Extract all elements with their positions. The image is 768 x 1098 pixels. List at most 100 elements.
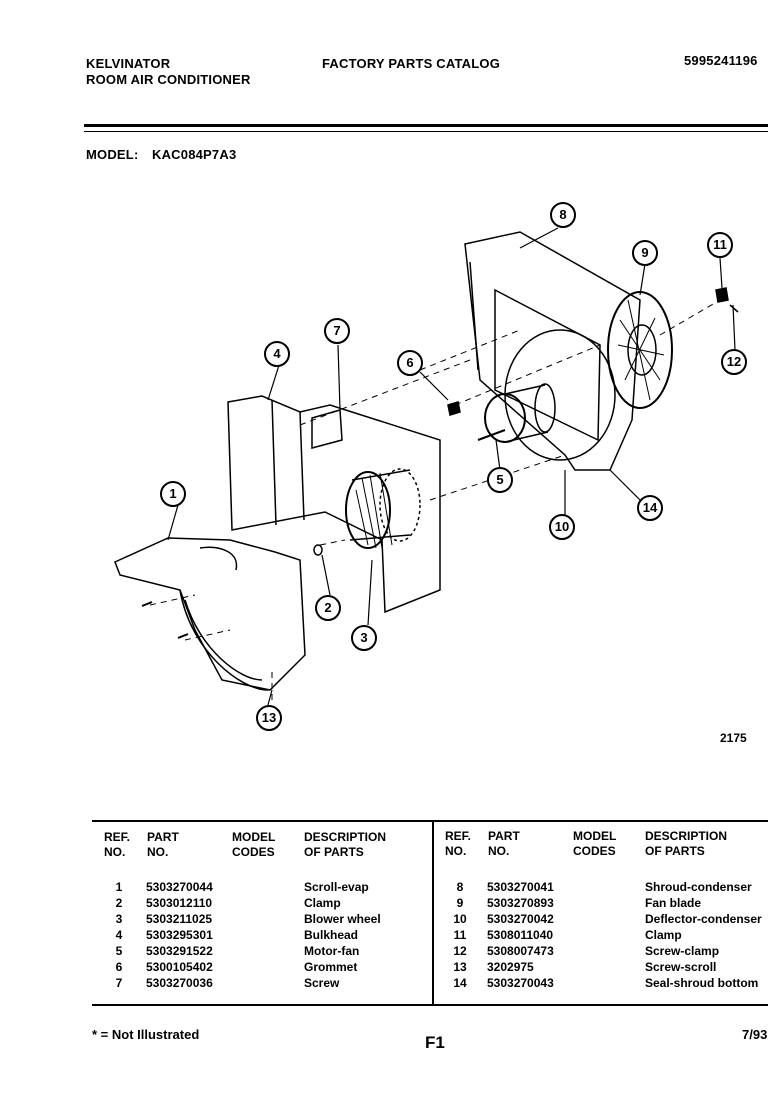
part-no: 5303270893 xyxy=(487,896,554,910)
ref-no: 12 xyxy=(453,944,467,958)
ref-no: 9 xyxy=(456,896,464,910)
page-number: F1 xyxy=(425,1033,445,1052)
table-row: 5 5303291522 Motor-fan xyxy=(104,944,424,960)
callout-4: 4 xyxy=(264,341,290,367)
part-description: Seal-shroud bottom xyxy=(645,976,759,990)
table-row: 1 5303270044 Scroll-evap xyxy=(104,880,424,896)
part-description: Screw-clamp xyxy=(645,944,720,958)
bulkhead-drawing xyxy=(227,395,441,614)
part-description: Grommet xyxy=(304,960,358,974)
part-no: 5303270044 xyxy=(146,880,213,894)
callout-14: 14 xyxy=(637,495,663,521)
part-no: 5303270043 xyxy=(487,976,554,990)
table-row: 2 5303012110 Clamp xyxy=(104,896,424,912)
part-no: 5303270041 xyxy=(487,880,554,894)
ref-no: 3 xyxy=(115,912,123,926)
ref-no: 5 xyxy=(115,944,123,958)
table-row: 7 5303270036 Screw xyxy=(104,976,424,992)
part-description: Fan blade xyxy=(645,896,702,910)
model-codes xyxy=(232,976,304,992)
callout-13: 13 xyxy=(256,705,282,731)
ref-no: 1 xyxy=(115,880,123,894)
table-rule-bottom xyxy=(92,1004,768,1006)
part-no: 5303291522 xyxy=(146,944,213,958)
part-description: Blower wheel xyxy=(304,912,381,926)
part-no: 5303211025 xyxy=(146,912,213,926)
part-description: Shroud-condenser xyxy=(645,880,752,894)
clamp-drawing xyxy=(715,287,729,303)
ref-no: 8 xyxy=(456,880,464,894)
table-row: 3 5303211025 Blower wheel xyxy=(104,912,424,928)
part-description: Deflector-condenser xyxy=(645,912,762,926)
part-no: 5300105402 xyxy=(146,960,213,974)
revision-date: 7/93 xyxy=(742,1027,768,1042)
part-no: 5308011040 xyxy=(487,928,554,942)
part-description: Clamp xyxy=(645,928,682,942)
parts-table-right: 8 5303270041 Shroud-condenser 9 53032708… xyxy=(445,880,768,992)
callout-12: 12 xyxy=(721,349,747,375)
part-no: 5303295301 xyxy=(146,928,213,942)
exploded-parts-diagram: 2175 xyxy=(114,227,747,745)
header-rule-bottom xyxy=(84,131,768,132)
callout-11: 11 xyxy=(707,232,733,258)
ref-no: 13 xyxy=(453,960,467,974)
part-no: 5308007473 xyxy=(487,944,554,958)
col-header-ref-left: REF.NO. xyxy=(104,830,131,859)
part-description: Scroll-evap xyxy=(304,880,369,894)
callout-5: 5 xyxy=(487,467,513,493)
part-description: Motor-fan xyxy=(304,944,360,958)
part-no: 5303270042 xyxy=(487,912,554,926)
callout-10: 10 xyxy=(549,514,575,540)
blower-wheel-drawing xyxy=(345,471,391,549)
table-row: 4 5303295301 Bulkhead xyxy=(104,928,424,944)
callout-3: 3 xyxy=(351,625,377,651)
table-row: 13 3202975 Screw-scroll xyxy=(445,960,768,976)
scroll-evap-drawing xyxy=(114,537,306,691)
model-codes xyxy=(573,896,645,912)
ref-no: 11 xyxy=(453,928,467,942)
model-codes xyxy=(232,960,304,976)
table-divider xyxy=(432,820,434,1006)
table-row: 10 5303270042 Deflector-condenser xyxy=(445,912,768,928)
brand-name: KELVINATOR xyxy=(86,56,171,71)
part-no: 3202975 xyxy=(487,960,534,974)
model-codes xyxy=(232,880,304,896)
model-label: MODEL: xyxy=(86,147,139,162)
part-description: Clamp xyxy=(304,896,341,910)
ref-no: 6 xyxy=(115,960,123,974)
callout-2: 2 xyxy=(315,595,341,621)
catalog-title: FACTORY PARTS CATALOG xyxy=(322,56,501,71)
callout-8: 8 xyxy=(550,202,576,228)
ref-no: 2 xyxy=(115,896,123,910)
ref-no: 14 xyxy=(453,976,467,990)
product-name: ROOM AIR CONDITIONER xyxy=(86,72,251,87)
table-row: 12 5308007473 Screw-clamp xyxy=(445,944,768,960)
callout-9: 9 xyxy=(632,240,658,266)
table-row: 11 5308011040 Clamp xyxy=(445,928,768,944)
ref-no: 10 xyxy=(453,912,467,926)
model-codes xyxy=(573,912,645,928)
model-codes xyxy=(232,944,304,960)
col-header-ref-right: REF.NO. xyxy=(445,829,472,858)
figure-number: 2175 xyxy=(720,731,747,745)
not-illustrated-note: * = Not Illustrated xyxy=(92,1027,200,1042)
table-row: 9 5303270893 Fan blade xyxy=(445,896,768,912)
part-no: 5303012110 xyxy=(146,896,213,910)
model-codes xyxy=(573,928,645,944)
model-codes xyxy=(573,880,645,896)
part-description: Screw-scroll xyxy=(645,960,717,974)
part-description: Screw xyxy=(304,976,340,990)
table-row: 14 5303270043 Seal-shroud bottom xyxy=(445,976,768,992)
model-codes xyxy=(232,896,304,912)
model-codes xyxy=(573,976,645,992)
callout-6: 6 xyxy=(397,350,423,376)
table-rule-top xyxy=(92,820,768,822)
part-description: Bulkhead xyxy=(304,928,359,942)
model-value: KAC084P7A3 xyxy=(152,147,237,162)
